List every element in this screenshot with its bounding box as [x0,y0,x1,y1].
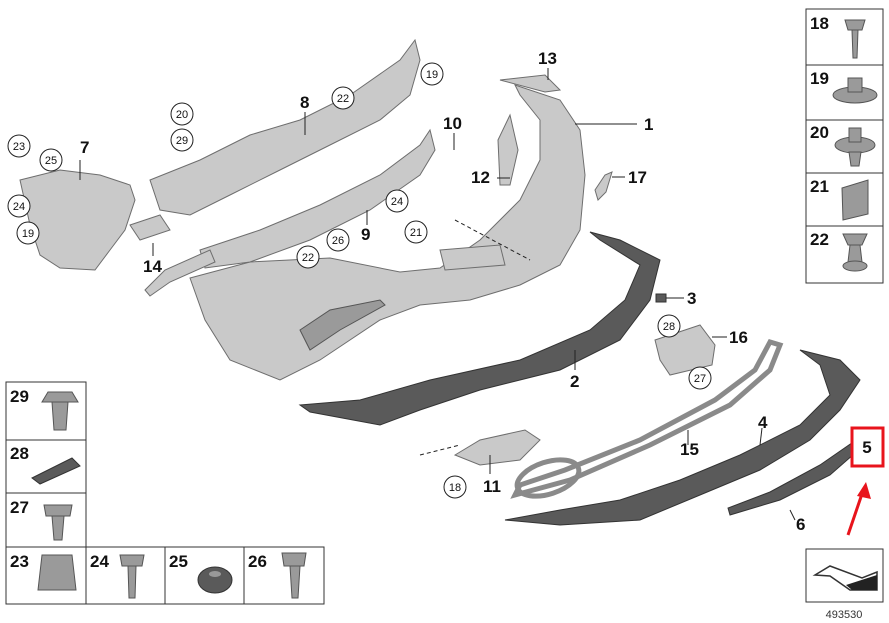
side-item-21: 21 [810,177,829,196]
bumper-cover-part [189,84,586,381]
screw-24-icon [119,554,145,599]
side-fastener-panel: 18 19 20 21 22 [805,8,884,284]
clip-nut-23-icon [37,554,77,591]
chrome-trim-part [510,339,784,499]
callout-11: 11 [483,477,501,496]
callout-4: 4 [758,413,768,432]
svg-text:22: 22 [302,252,314,264]
callout-14: 14 [143,257,162,276]
circled-callout-22b: 22 [296,245,320,269]
bottom-item-26: 26 [248,552,267,571]
circled-callout-23: 23 [7,134,31,158]
svg-text:20: 20 [176,109,188,121]
diffuser-part [298,231,661,426]
svg-text:29: 29 [176,135,188,147]
circled-callout-19b: 19 [16,221,40,245]
svg-text:24: 24 [391,196,403,208]
reference-number: 493530 [826,609,863,621]
circled-callout-26: 26 [326,228,350,252]
callout-2: 2 [570,372,579,391]
svg-text:23: 23 [13,141,25,153]
svg-text:5: 5 [862,438,871,457]
svg-text:18: 18 [449,482,461,494]
svg-text:26: 26 [332,235,344,247]
svg-text:24: 24 [13,201,25,213]
circled-callout-20: 20 [170,102,194,126]
bottom-item-23: 23 [10,552,29,571]
side-item-20: 20 [810,123,829,142]
side-item-18: 18 [810,14,829,33]
circled-callout-25: 25 [39,148,63,172]
svg-text:27: 27 [694,373,706,385]
circled-callout-24a: 24 [7,194,31,218]
side-item-22: 22 [810,230,829,249]
circled-callout-24b: 24 [385,189,409,213]
bottom-item-25: 25 [169,552,188,571]
circled-callout-19a: 19 [420,62,444,86]
circled-callout-29: 29 [170,128,194,152]
side-item-19: 19 [810,69,829,88]
circled-callout-22a: 22 [331,86,355,110]
callout-1: 1 [644,115,653,134]
callout-15: 15 [680,440,699,459]
circled-callout-21: 21 [404,220,428,244]
seal-strip-icon [31,457,81,485]
circled-callout-18: 18 [443,475,467,499]
callout-17: 17 [628,168,647,187]
grommet-icon [197,566,233,594]
svg-text:19: 19 [426,69,438,81]
bottom-item-24: 24 [90,552,109,571]
svg-text:25: 25 [45,155,57,167]
foam-pad-icon [841,179,869,221]
mounting-rail-part [144,38,436,297]
callout-8: 8 [300,93,309,112]
svg-text:22: 22 [337,93,349,105]
svg-text:21: 21 [410,227,422,239]
circled-callout-27: 27 [688,366,712,390]
bottom-item-28: 28 [10,444,29,463]
callout-13: 13 [538,49,557,68]
bracket-carrier-part [19,169,136,271]
red-arrow-icon [846,482,871,536]
callout-10: 10 [443,114,462,133]
callout-16: 16 [729,328,748,347]
callout-12: 12 [471,168,490,187]
circled-callout-28: 28 [657,314,681,338]
reference-box: 493530 [805,548,884,621]
bottom-item-29: 29 [10,387,29,406]
callout-3: 3 [687,289,696,308]
svg-text:19: 19 [22,228,34,240]
bottom-item-27: 27 [10,498,29,517]
expansion-rivet-icon [41,391,79,431]
screw-icon [844,19,866,59]
callout-6: 6 [796,515,805,534]
callout-9: 9 [361,225,370,244]
callout-7: 7 [80,138,89,157]
bottom-fastener-panel: 29 28 27 23 24 25 26 [5,381,325,605]
svg-text:28: 28 [663,321,675,333]
screw-27-icon [43,504,73,541]
screw-26-icon [281,552,307,599]
highlighted-callout-5: 5 [850,426,885,468]
